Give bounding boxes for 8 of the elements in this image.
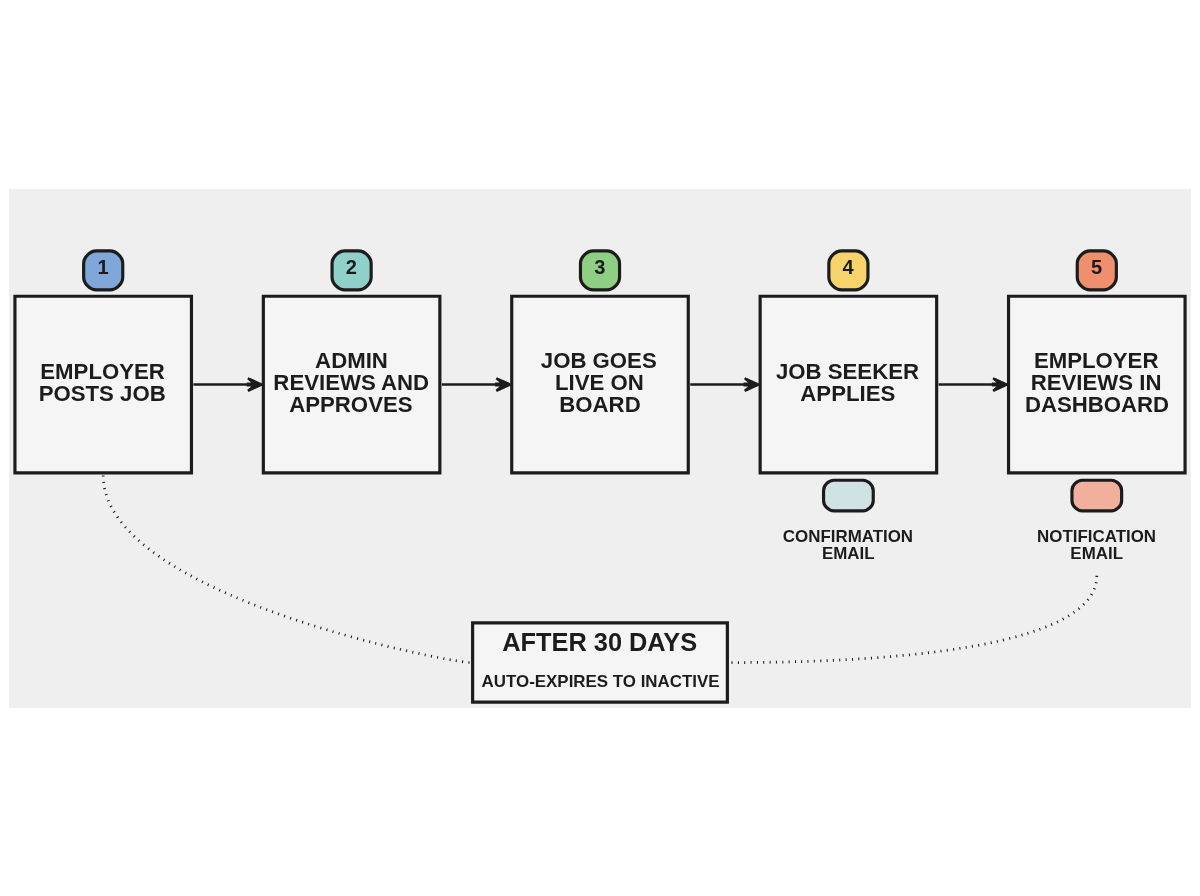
arrow — [193, 376, 263, 392]
connector — [101, 474, 471, 664]
arrow — [938, 376, 1009, 392]
connector — [730, 575, 1099, 664]
arrow — [690, 376, 760, 392]
node-label: CONFIRMATION EMAIL — [782, 526, 914, 563]
node-label: NOTIFICATION EMAIL — [1037, 526, 1157, 563]
arrow — [441, 376, 512, 392]
